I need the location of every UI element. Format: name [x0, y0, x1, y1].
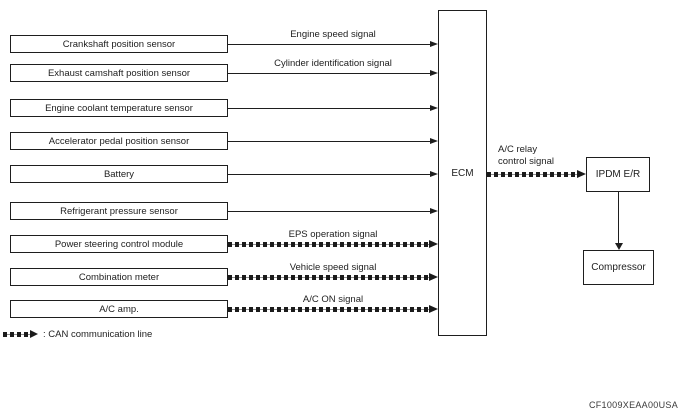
arrowhead-icon: [30, 329, 38, 338]
arrow-shaft: [228, 108, 431, 109]
arrowhead-icon: [430, 208, 438, 214]
figure-code: CF1009XEAA00USA: [588, 400, 678, 410]
signal-label-engine-speed: Engine speed signal: [290, 29, 376, 40]
signal-label-line1: A/C relay: [498, 144, 538, 155]
arrow-battery-to-ecm: [228, 171, 438, 178]
box-power-steering-control-module: Power steering control module: [10, 235, 228, 253]
box-compressor: Compressor: [583, 250, 654, 285]
can-dashed-shaft: [3, 331, 31, 337]
box-crankshaft-position-sensor: Crankshaft position sensor: [10, 35, 228, 53]
can-arrow-meter-to-ecm: [228, 273, 438, 282]
box-accelerator-pedal-position-sensor: Accelerator pedal position sensor: [10, 132, 228, 150]
can-arrow-eps-to-ecm: [228, 240, 438, 249]
arrowhead-icon: [430, 105, 438, 111]
box-engine-coolant-temperature-sensor: Engine coolant temperature sensor: [10, 99, 228, 117]
can-dashed-shaft: [228, 242, 430, 247]
legend-can-communication: : CAN communication line: [3, 328, 152, 340]
can-dashed-shaft: [487, 172, 578, 177]
arrowhead-icon: [429, 240, 438, 248]
box-combination-meter: Combination meter: [10, 268, 228, 286]
signal-label-eps-operation: EPS operation signal: [288, 229, 378, 240]
arrowhead-icon: [429, 273, 438, 281]
arrowhead-icon: [430, 70, 438, 76]
can-line-sample-icon: [3, 329, 38, 339]
arrow-shaft: [228, 211, 431, 212]
arrowhead-icon: [430, 171, 438, 177]
arrow-shaft: [228, 141, 431, 142]
arrow-shaft: [228, 174, 431, 175]
can-arrow-ac-amp-to-ecm: [228, 305, 438, 314]
connector-ipdm-to-compressor: [618, 191, 619, 244]
box-ac-amp: A/C amp.: [10, 300, 228, 318]
arrowhead-icon: [577, 170, 586, 178]
arrow-camshaft-to-ecm: [228, 70, 438, 77]
can-dashed-shaft: [228, 307, 430, 312]
can-arrow-ecm-to-ipdm: [487, 170, 586, 179]
arrowhead-icon: [429, 305, 438, 313]
legend-text: : CAN communication line: [43, 328, 153, 340]
box-exhaust-camshaft-position-sensor: Exhaust camshaft position sensor: [10, 64, 228, 82]
arrowhead-icon: [430, 41, 438, 47]
arrow-accelerator-to-ecm: [228, 138, 438, 145]
arrow-shaft: [228, 73, 431, 74]
arrowhead-down-icon: [615, 243, 623, 250]
signal-label-cylinder-identification: Cylinder identification signal: [274, 58, 392, 69]
arrow-crankshaft-to-ecm: [228, 41, 438, 48]
can-dashed-shaft: [228, 275, 430, 280]
arrow-refrigerant-to-ecm: [228, 208, 438, 215]
arrowhead-icon: [430, 138, 438, 144]
signal-label-line2: control signal: [498, 156, 554, 167]
arrow-shaft: [228, 44, 431, 45]
signal-label-ac-relay-control: A/C relay control signal: [498, 144, 554, 168]
signal-label-ac-on: A/C ON signal: [302, 294, 364, 305]
signal-label-vehicle-speed: Vehicle speed signal: [289, 262, 377, 273]
box-battery: Battery: [10, 165, 228, 183]
box-refrigerant-pressure-sensor: Refrigerant pressure sensor: [10, 202, 228, 220]
box-ipdm-er: IPDM E/R: [586, 157, 650, 192]
arrow-coolant-to-ecm: [228, 105, 438, 112]
box-ecm: ECM: [438, 10, 487, 336]
